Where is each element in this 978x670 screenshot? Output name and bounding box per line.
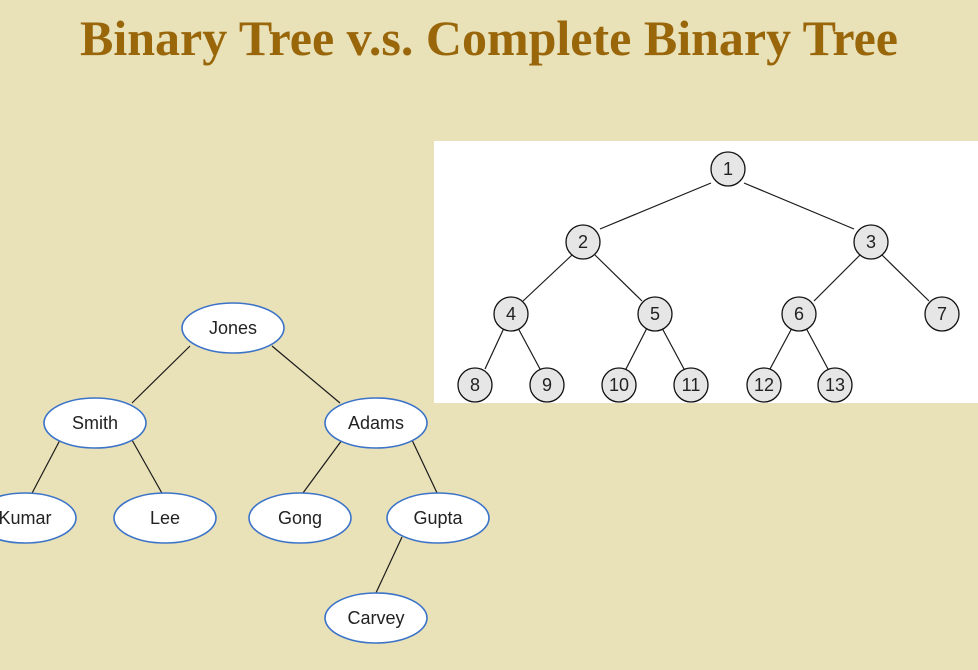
tree-node-jones: Jones	[181, 302, 285, 354]
tree-node-3: 3	[853, 224, 889, 260]
tree-node-label: Adams	[348, 413, 404, 433]
edge-2-4	[522, 254, 573, 302]
tree-node-label: 13	[825, 375, 845, 395]
edge-jones-adams	[271, 345, 341, 404]
tree-node-label: 10	[609, 375, 629, 395]
tree-node-gupta: Gupta	[386, 492, 490, 544]
tree-node-label: Lee	[150, 508, 180, 528]
edge-6-13	[805, 327, 829, 370]
edge-adams-gupta	[411, 439, 439, 496]
tree-node-label: Kumar	[0, 508, 52, 528]
edge-smith-lee	[131, 439, 164, 496]
edge-adams-gong	[299, 439, 343, 498]
tree-node-6: 6	[781, 296, 817, 332]
tree-node-label: 3	[866, 232, 876, 252]
binary-tree-edges	[29, 345, 439, 596]
tree-node-12: 12	[746, 367, 782, 403]
tree-node-10: 10	[601, 367, 637, 403]
tree-node-label: 5	[650, 304, 660, 324]
edge-5-10	[625, 327, 648, 370]
tree-node-lee: Lee	[113, 492, 217, 544]
tree-node-kumar: Kumar	[0, 492, 77, 544]
edge-3-7	[881, 254, 930, 302]
tree-node-carvey: Carvey	[324, 592, 428, 644]
complete-tree-edges	[484, 182, 930, 370]
tree-node-7: 7	[924, 296, 960, 332]
tree-node-11: 11	[673, 367, 709, 403]
tree-node-label: Smith	[72, 413, 118, 433]
edge-3-6	[813, 254, 861, 302]
edge-smith-kumar	[29, 439, 61, 498]
tree-node-smith: Smith	[43, 397, 147, 449]
edge-1-3	[743, 182, 855, 230]
tree-node-label: Gupta	[413, 508, 463, 528]
tree-node-gong: Gong	[248, 492, 352, 544]
tree-node-5: 5	[637, 296, 673, 332]
tree-node-2: 2	[565, 224, 601, 260]
tree-node-label: 11	[682, 375, 701, 395]
edge-6-12	[769, 327, 793, 370]
tree-node-label: 9	[542, 375, 552, 395]
edge-5-11	[661, 327, 685, 370]
tree-node-label: Carvey	[347, 608, 404, 628]
edge-4-9	[517, 327, 541, 370]
slide-title: Binary Tree v.s. Complete Binary Tree	[80, 10, 898, 66]
tree-node-label: 6	[794, 304, 804, 324]
tree-node-label: 12	[754, 375, 774, 395]
complete-binary-tree-diagram: 1 2 3 4 5 6 7 8	[434, 141, 978, 403]
tree-node-adams: Adams	[324, 397, 428, 449]
tree-node-9: 9	[529, 367, 565, 403]
edge-4-8	[484, 327, 505, 370]
tree-node-label: Gong	[278, 508, 322, 528]
tree-node-label: 8	[470, 375, 480, 395]
tree-node-label: 2	[578, 232, 588, 252]
edge-gupta-carvey	[374, 536, 403, 596]
tree-node-4: 4	[493, 296, 529, 332]
tree-node-1: 1	[710, 151, 746, 187]
binary-tree-diagram: Jones Smith Adams Kumar Lee Gong Gupta	[0, 290, 500, 670]
edge-1-2	[599, 182, 712, 230]
tree-node-label: 4	[506, 304, 516, 324]
tree-node-13: 13	[817, 367, 853, 403]
tree-node-8: 8	[457, 367, 493, 403]
tree-node-label: Jones	[209, 318, 257, 338]
tree-node-label: 7	[937, 304, 947, 324]
edge-jones-smith	[131, 345, 191, 404]
tree-node-label: 1	[723, 159, 733, 179]
edge-2-5	[594, 254, 643, 302]
